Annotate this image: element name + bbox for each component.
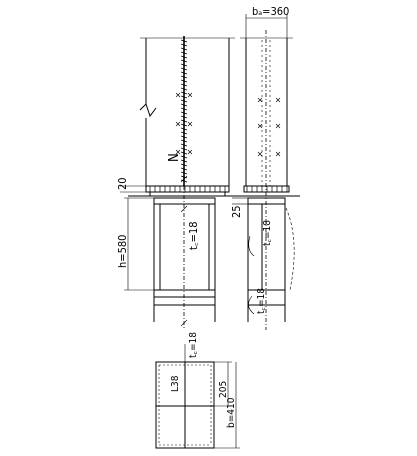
- plan-dimension-c: b=410: [226, 397, 237, 428]
- front-elevation: [120, 36, 238, 330]
- stiffener-gap-dimension: 25: [230, 205, 243, 218]
- plan-plate-thickness: t꜀=18: [188, 332, 199, 358]
- side-plate-thickness-a: t꜀=18: [262, 220, 273, 246]
- plan-dimension-a: L38: [170, 375, 181, 392]
- section-mark: N: [167, 153, 182, 162]
- anchor-height-dimension: h=580: [116, 235, 129, 268]
- side-elevation: [232, 14, 300, 330]
- flange-width-dimension: bₐ=360: [252, 5, 289, 18]
- front-plate-thickness: t꜀=18: [187, 221, 200, 250]
- weld-gap-dimension: 20: [116, 177, 129, 190]
- plan-view: [155, 344, 240, 449]
- side-plate-thickness-b: t꜀=18: [256, 288, 267, 314]
- plan-dimension-b: 205: [218, 381, 229, 398]
